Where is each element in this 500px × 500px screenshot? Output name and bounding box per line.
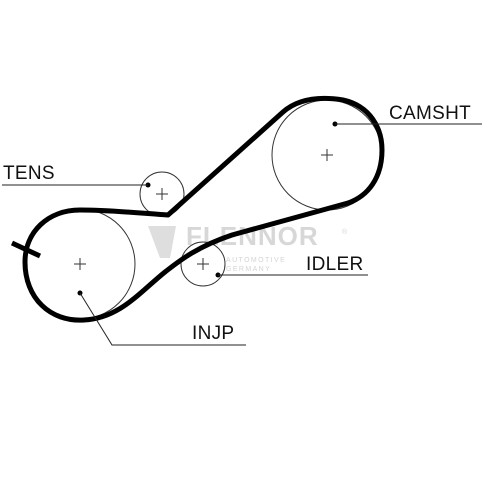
camshaft-leader [332, 121, 482, 127]
injection-pump-center-icon [74, 258, 86, 270]
idler-pulley [180, 241, 226, 287]
tensioner-leader [2, 182, 151, 188]
idler-center-icon [197, 258, 209, 270]
idler-leader [215, 272, 368, 278]
tensioner-center-icon [156, 188, 168, 200]
timing-belt [10, 95, 385, 323]
watermark-line2: GERMANY [226, 266, 271, 273]
tensioner-label: TENS [3, 163, 55, 184]
belt-timing-mark [10, 240, 42, 259]
watermark-registered: ® [342, 228, 349, 236]
center-marks [74, 149, 333, 270]
leader-lines [2, 121, 482, 346]
watermark-line1: AUTOMOTIVE [226, 257, 286, 264]
belt-path [22, 95, 385, 323]
camshaft-label: CAMSHT [389, 103, 471, 124]
watermark-logo-icon [148, 226, 176, 258]
labels: CAMSHT TENS IDLER INJP [3, 103, 471, 344]
camshaft-center-icon [321, 149, 333, 161]
injection-pump-label: INJP [192, 323, 234, 344]
injection-pump-leader [77, 290, 246, 346]
idler-label: IDLER [306, 254, 363, 275]
